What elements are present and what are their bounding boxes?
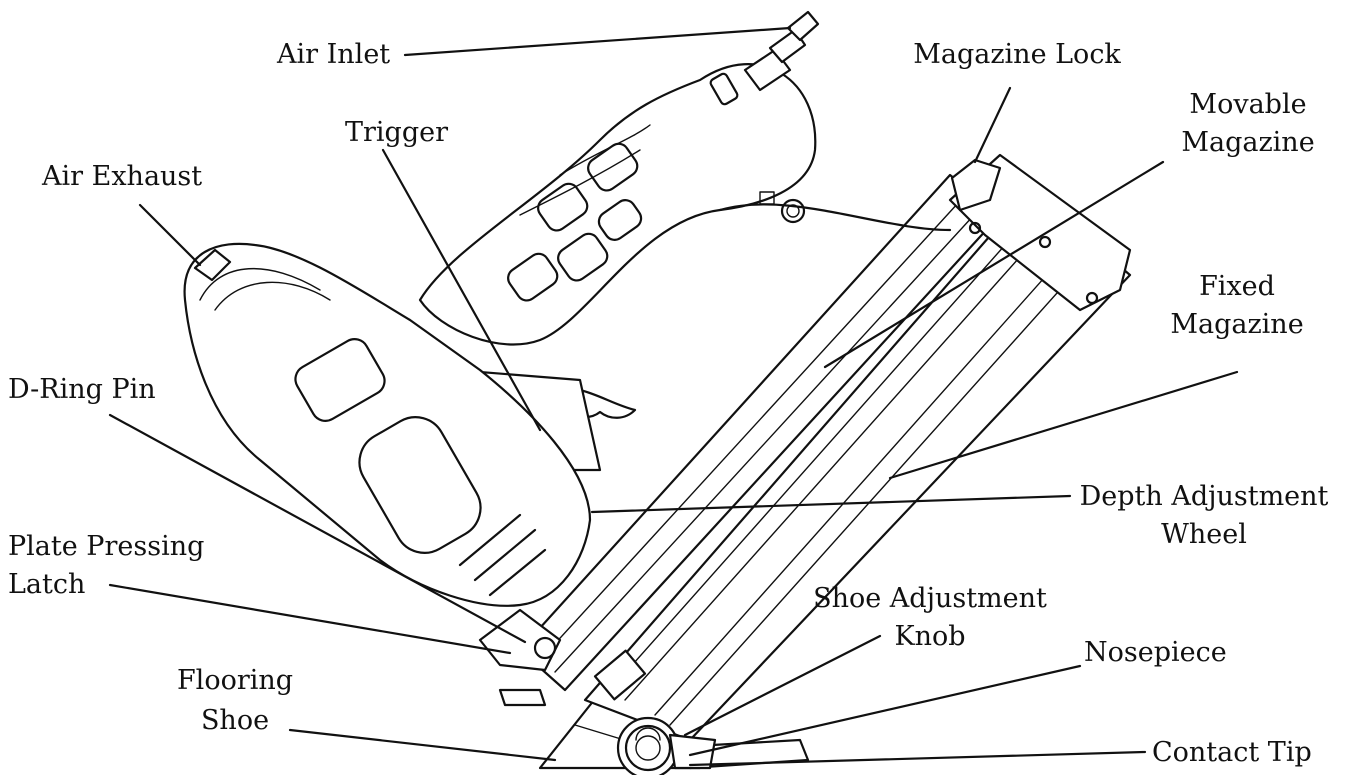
leader-movable-magazine bbox=[823, 160, 1165, 369]
leader-nosepiece bbox=[688, 664, 1082, 757]
label-movable-magazine-line1: Movable bbox=[1189, 89, 1307, 120]
leader-shoe-adjustment bbox=[683, 634, 882, 737]
shoe-adjustment-knob-drawing bbox=[616, 716, 680, 780]
movable-magazine-drawing bbox=[518, 153, 1132, 692]
label-nosepiece: Nosepiece bbox=[1084, 637, 1227, 668]
handle-drawing bbox=[418, 63, 952, 346]
label-fixed-magazine-line2: Magazine bbox=[1170, 309, 1304, 340]
label-plate-pressing-line1: Plate Pressing bbox=[8, 531, 205, 562]
nosepiece-drawing bbox=[668, 733, 717, 770]
leader-depth-adjustment bbox=[590, 494, 1072, 514]
label-depth-adjustment-line2: Wheel bbox=[1161, 519, 1247, 550]
label-flooring-shoe-line2: Shoe bbox=[200, 705, 270, 736]
label-trigger: Trigger bbox=[345, 117, 449, 148]
fixed-magazine-drawing bbox=[583, 188, 1132, 742]
leader-air-exhaust bbox=[138, 203, 202, 267]
leader-d-ring-pin bbox=[108, 413, 527, 644]
label-depth-adjustment-line1: Depth Adjustment bbox=[1079, 481, 1329, 512]
leader-air-inlet bbox=[403, 26, 792, 57]
label-shoe-adjustment-line1: Shoe Adjustment bbox=[813, 583, 1047, 614]
leader-flooring-shoe bbox=[288, 728, 557, 762]
leader-plate-pressing bbox=[108, 583, 512, 655]
label-air-exhaust: Air Exhaust bbox=[42, 161, 203, 192]
leader-trigger bbox=[381, 148, 542, 432]
label-magazine-lock: Magazine Lock bbox=[913, 39, 1121, 70]
label-flooring-shoe-line1: Flooring bbox=[176, 665, 294, 696]
leader-contact-tip bbox=[688, 750, 1147, 767]
leader-magazine-lock bbox=[973, 86, 1012, 164]
label-shoe-adjustment-line2: Knob bbox=[894, 621, 966, 652]
label-air-inlet: Air Inlet bbox=[277, 39, 391, 70]
label-d-ring-pin: D-Ring Pin bbox=[8, 374, 156, 405]
cylinder-drawing bbox=[183, 242, 592, 607]
label-contact-tip: Contact Tip bbox=[1152, 737, 1312, 768]
air-inlet-drawing bbox=[709, 10, 820, 106]
label-movable-magazine-line2: Magazine bbox=[1181, 127, 1315, 158]
label-fixed-magazine-line1: Fixed bbox=[1199, 271, 1275, 302]
label-plate-pressing-line2: Latch bbox=[8, 569, 86, 600]
magazine-lock-drawing bbox=[950, 158, 1002, 212]
leader-lines bbox=[108, 26, 1239, 767]
leader-fixed-magazine bbox=[888, 370, 1239, 480]
